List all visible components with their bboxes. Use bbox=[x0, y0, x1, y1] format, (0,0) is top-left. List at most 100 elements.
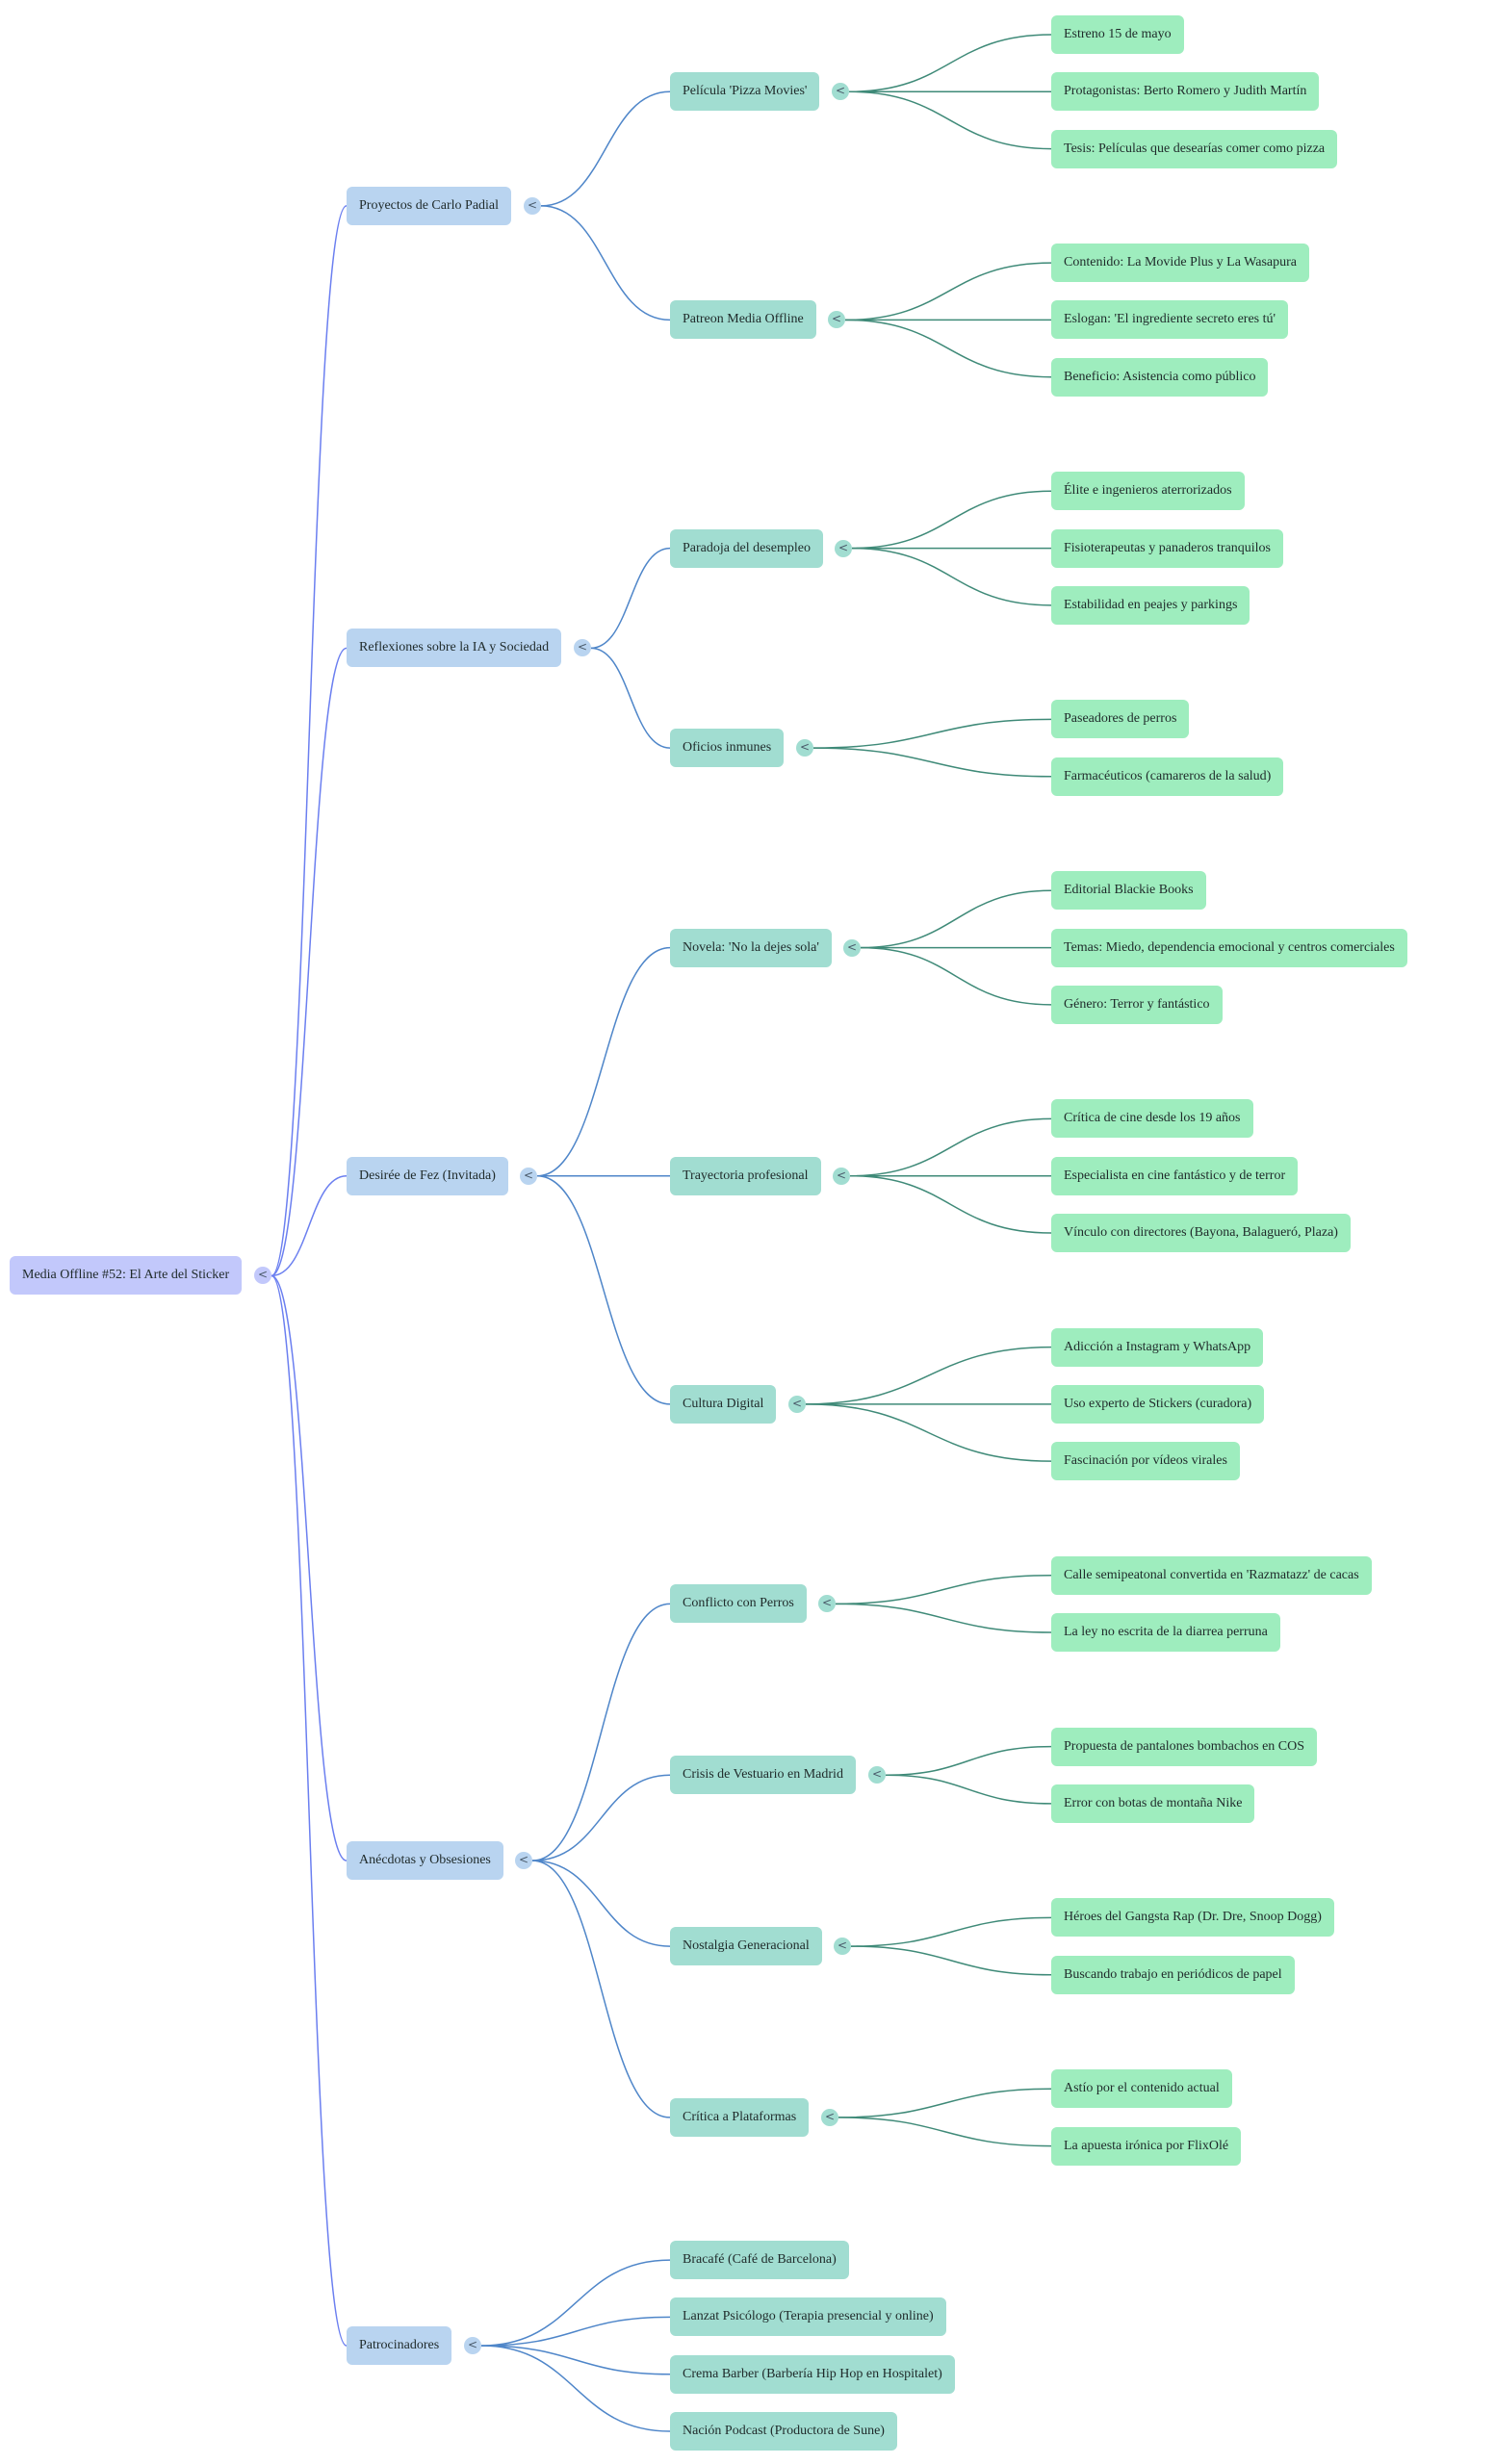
leaf-node[interactable]: Eslogan: 'El ingrediente secreto eres tú… bbox=[1051, 300, 1289, 340]
connector-line bbox=[531, 1603, 671, 1861]
leaf-node[interactable]: Buscando trabajo en periódicos de papel bbox=[1051, 1955, 1295, 1994]
subtopic-node[interactable]: Paradoja del desempleo bbox=[670, 528, 823, 568]
connector-line bbox=[271, 1174, 348, 1277]
connector-line bbox=[860, 946, 1052, 1006]
collapse-toggle-icon[interactable]: < bbox=[821, 2108, 838, 2126]
subtopic-node[interactable]: Oficios inmunes bbox=[670, 729, 785, 768]
collapse-toggle-icon[interactable]: < bbox=[843, 938, 861, 957]
collapse-toggle-icon[interactable]: < bbox=[832, 83, 849, 101]
leaf-node[interactable]: Fisioterapeutas y panaderos tranquilos bbox=[1051, 528, 1284, 568]
collapse-toggle-icon[interactable]: < bbox=[515, 1852, 532, 1870]
leaf-node[interactable]: Crema Barber (Barbería Hip Hop en Hospit… bbox=[670, 2354, 955, 2394]
subtopic-node[interactable]: Cultura Digital bbox=[670, 1384, 777, 1424]
connector-line bbox=[848, 34, 1052, 93]
leaf-node[interactable]: Estreno 15 de mayo bbox=[1051, 15, 1184, 54]
topic-node[interactable]: Anécdotas y Obsesiones bbox=[347, 1841, 503, 1881]
leaf-node[interactable]: Protagonistas: Berto Romero y Judith Mar… bbox=[1051, 72, 1320, 112]
subtopic-node[interactable]: Nostalgia Generacional bbox=[670, 1927, 822, 1966]
connector-line bbox=[271, 1274, 348, 1861]
topic-node[interactable]: Reflexiones sobre la IA y Sociedad bbox=[347, 629, 562, 668]
leaf-node[interactable]: Género: Terror y fantástico bbox=[1051, 985, 1223, 1024]
leaf-node[interactable]: Calle semipeatonal convertida en 'Razmat… bbox=[1051, 1555, 1372, 1595]
connector-line bbox=[540, 205, 671, 321]
connector-line bbox=[531, 1860, 671, 1947]
collapse-toggle-icon[interactable]: < bbox=[520, 1167, 537, 1185]
connector-line bbox=[848, 90, 1052, 150]
connector-line bbox=[531, 1774, 671, 1861]
connector-line bbox=[838, 2088, 1052, 2118]
connector-line bbox=[838, 2117, 1052, 2147]
leaf-node[interactable]: Tesis: Películas que desearías comer com… bbox=[1051, 129, 1338, 168]
collapse-toggle-icon[interactable]: < bbox=[574, 639, 591, 657]
subtopic-node[interactable]: Crisis de Vestuario en Madrid bbox=[670, 1756, 856, 1795]
connector-line bbox=[271, 205, 348, 1277]
connector-line bbox=[531, 1860, 671, 2118]
leaf-node[interactable]: Beneficio: Asistencia como público bbox=[1051, 357, 1269, 397]
subtopic-node[interactable]: Película 'Pizza Movies' bbox=[670, 72, 820, 112]
collapse-toggle-icon[interactable]: < bbox=[796, 739, 813, 757]
topic-node[interactable]: Proyectos de Carlo Padial bbox=[347, 186, 512, 225]
leaf-node[interactable]: La apuesta irónica por FlixOlé bbox=[1051, 2126, 1242, 2166]
topic-node[interactable]: Patrocinadores bbox=[347, 2326, 452, 2366]
connector-line bbox=[849, 1117, 1052, 1177]
leaf-node[interactable]: Fascinación por vídeos virales bbox=[1051, 1442, 1240, 1481]
connector-line bbox=[540, 90, 671, 207]
collapse-toggle-icon[interactable]: < bbox=[828, 311, 845, 329]
leaf-node[interactable]: Adicción a Instagram y WhatsApp bbox=[1051, 1327, 1264, 1367]
leaf-node[interactable]: Farmacéuticos (camareros de la salud) bbox=[1051, 757, 1284, 796]
connector-line bbox=[844, 262, 1052, 321]
connector-line bbox=[844, 319, 1052, 378]
leaf-node[interactable]: Uso experto de Stickers (curadora) bbox=[1051, 1384, 1265, 1424]
connector-line bbox=[480, 2259, 671, 2347]
leaf-node[interactable]: Vínculo con directores (Bayona, Balaguer… bbox=[1051, 1214, 1351, 1252]
subtopic-node[interactable]: Crítica a Plataformas bbox=[670, 2097, 810, 2137]
collapse-toggle-icon[interactable]: < bbox=[524, 196, 541, 215]
leaf-node[interactable]: Editorial Blackie Books bbox=[1051, 871, 1206, 911]
topic-node[interactable]: Desirée de Fez (Invitada) bbox=[347, 1156, 508, 1195]
leaf-node[interactable]: Lanzat Psicólogo (Terapia presencial y o… bbox=[670, 2297, 946, 2337]
subtopic-node[interactable]: Conflicto con Perros bbox=[670, 1584, 807, 1624]
leaf-node[interactable]: Error con botas de montaña Nike bbox=[1051, 1784, 1255, 1823]
leaf-node[interactable]: Especialista en cine fantástico y de ter… bbox=[1051, 1156, 1299, 1195]
leaf-node[interactable]: Nación Podcast (Productora de Sune) bbox=[670, 2412, 897, 2451]
connector-line bbox=[271, 647, 348, 1277]
connector-line bbox=[851, 547, 1052, 606]
leaf-node[interactable]: Contenido: La Movide Plus y La Wasapura bbox=[1051, 244, 1310, 283]
leaf-node[interactable]: Astío por el contenido actual bbox=[1051, 2069, 1232, 2109]
connector-line bbox=[480, 2345, 671, 2432]
leaf-node[interactable]: Bracafé (Café de Barcelona) bbox=[670, 2241, 849, 2280]
connector-line bbox=[849, 1174, 1052, 1234]
leaf-node[interactable]: Crítica de cine desde los 19 años bbox=[1051, 1099, 1253, 1139]
connector-line bbox=[480, 2316, 671, 2347]
collapse-toggle-icon[interactable]: < bbox=[818, 1595, 836, 1613]
leaf-node[interactable]: La ley no escrita de la diarrea perruna bbox=[1051, 1613, 1280, 1652]
connector-line bbox=[835, 1574, 1052, 1605]
leaf-node[interactable]: Estabilidad en peajes y parkings bbox=[1051, 585, 1250, 625]
collapse-toggle-icon[interactable]: < bbox=[788, 1395, 806, 1413]
collapse-toggle-icon[interactable]: < bbox=[254, 1267, 271, 1285]
connector-line bbox=[590, 647, 671, 749]
collapse-toggle-icon[interactable]: < bbox=[833, 1167, 850, 1185]
connector-line bbox=[536, 1174, 671, 1405]
collapse-toggle-icon[interactable]: < bbox=[868, 1766, 886, 1784]
connector-line bbox=[812, 747, 1052, 778]
collapse-toggle-icon[interactable]: < bbox=[834, 1938, 851, 1956]
leaf-node[interactable]: Paseadores de perros bbox=[1051, 700, 1190, 739]
connector-line bbox=[860, 889, 1052, 949]
subtopic-node[interactable]: Trayectoria profesional bbox=[670, 1156, 821, 1195]
root-node[interactable]: Media Offline #52: El Arte del Sticker bbox=[10, 1256, 243, 1296]
leaf-node[interactable]: Héroes del Gangsta Rap (Dr. Dre, Snoop D… bbox=[1051, 1898, 1334, 1938]
collapse-toggle-icon[interactable]: < bbox=[464, 2337, 481, 2355]
leaf-node[interactable]: Élite e ingenieros aterrorizados bbox=[1051, 472, 1245, 511]
connector-line bbox=[271, 1274, 348, 2347]
subtopic-node[interactable]: Patreon Media Offline bbox=[670, 300, 816, 340]
connector-line bbox=[590, 547, 671, 650]
subtopic-node[interactable]: Novela: 'No la dejes sola' bbox=[670, 928, 832, 967]
connector-line bbox=[850, 1945, 1052, 1976]
collapse-toggle-icon[interactable]: < bbox=[835, 539, 852, 557]
connector-line bbox=[851, 490, 1052, 550]
leaf-node[interactable]: Propuesta de pantalones bombachos en COS bbox=[1051, 1727, 1318, 1766]
leaf-node[interactable]: Temas: Miedo, dependencia emocional y ce… bbox=[1051, 928, 1407, 967]
connector-line bbox=[835, 1603, 1052, 1633]
